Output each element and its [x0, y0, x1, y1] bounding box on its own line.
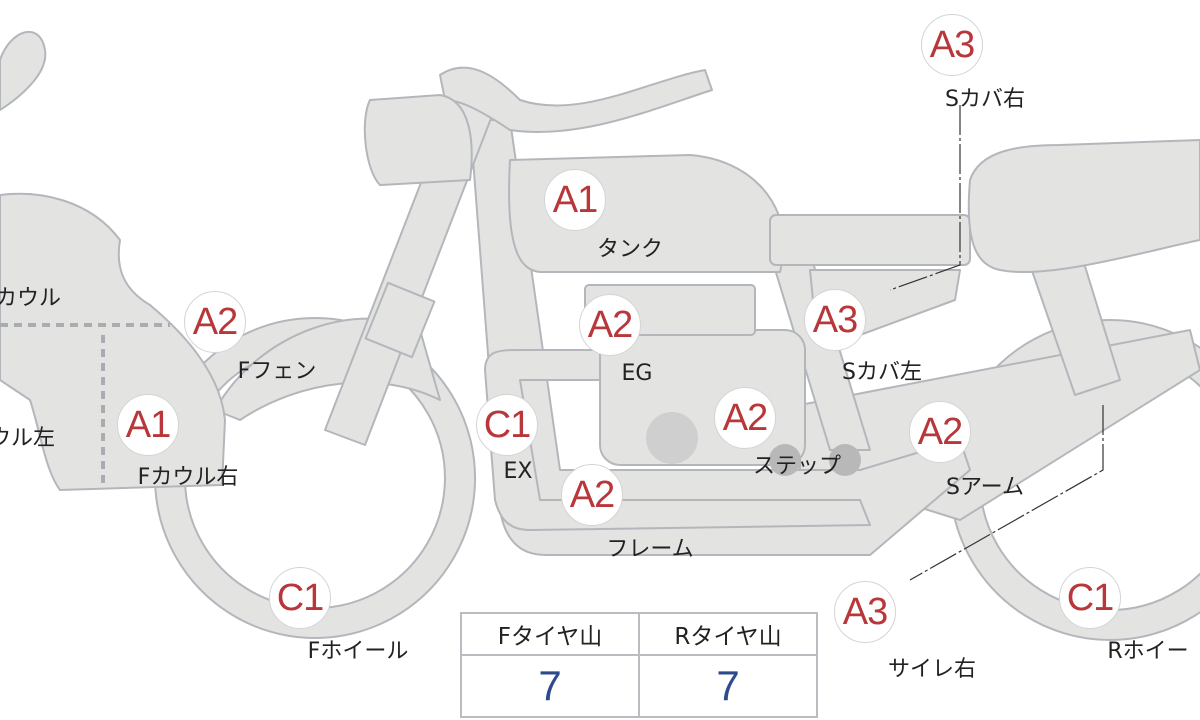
engine — [599, 329, 806, 466]
part-label: タンク — [596, 237, 664, 262]
damage-code: A1 — [117, 394, 179, 456]
damage-code: C1 — [476, 394, 538, 456]
damage-code: C1 — [269, 567, 331, 629]
tail — [967, 139, 1200, 274]
damage-code: A3 — [921, 14, 983, 76]
damage-code: A2 — [561, 464, 623, 526]
label-front-cowl-left-partial: ウル左 — [0, 426, 56, 451]
part-label: フレーム — [606, 537, 694, 562]
part-label: EG — [621, 361, 653, 386]
front-cowl — [0, 30, 47, 111]
handlebar — [439, 66, 713, 133]
front-tire-value: 7 — [460, 654, 640, 718]
damage-code: A2 — [909, 401, 971, 463]
damage-code: C1 — [1059, 567, 1121, 629]
part-label: サイレ右 — [887, 657, 977, 682]
seat — [769, 214, 971, 266]
part-label: Rホイー — [1107, 639, 1189, 664]
damage-code: A3 — [834, 581, 896, 643]
part-label: Fホイール — [307, 639, 409, 664]
damage-code: A2 — [714, 387, 776, 449]
rear-tire-header: Rタイヤ山 — [638, 612, 818, 656]
part-label: ステップ — [752, 454, 842, 479]
part-label: Fフェン — [237, 359, 317, 384]
damage-code: A1 — [544, 169, 606, 231]
headlight — [363, 94, 473, 186]
part-label: Sアーム — [946, 475, 1024, 500]
damage-code: A3 — [804, 289, 866, 351]
part-label: Sカバ左 — [842, 360, 922, 385]
damage-code: A2 — [579, 294, 641, 356]
rear-tire-value: 7 — [638, 654, 818, 718]
part-label: Fカウル右 — [137, 465, 239, 490]
part-label: Sカバ右 — [945, 87, 1025, 112]
damage-code: A2 — [184, 291, 246, 353]
part-label: EX — [503, 459, 533, 484]
front-tire-header: Fタイヤ山 — [460, 612, 640, 656]
label-front-cowl-partial: カウル — [0, 286, 62, 311]
exhaust — [484, 349, 871, 531]
